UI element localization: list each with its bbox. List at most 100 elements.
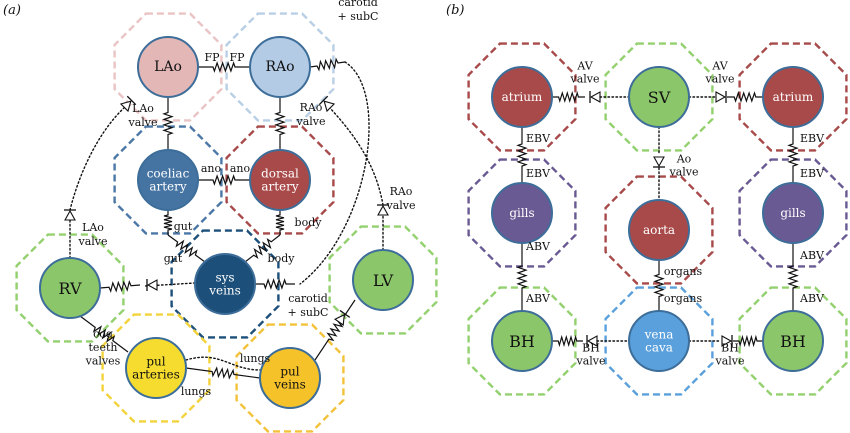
valve-triangle xyxy=(146,279,158,291)
edge-label-b-10: ABV xyxy=(799,292,825,305)
spring-rao-dorsal xyxy=(274,97,286,150)
node-BHR: BH xyxy=(762,310,824,372)
node-label-RAo: RAo xyxy=(265,59,294,75)
node-label-line: RAo xyxy=(265,59,294,75)
valve-rao xyxy=(318,95,336,113)
node-atriumL: atrium xyxy=(491,66,553,128)
node-circle-atriumR xyxy=(762,66,824,128)
compartment-octagon-BHR xyxy=(738,286,848,396)
node-circle-atriumL xyxy=(491,66,553,128)
spring-coeliac-gut xyxy=(163,210,173,235)
node-circle-coeliac xyxy=(137,149,199,211)
edge-label-a-12: body xyxy=(268,252,296,265)
node-label-line: pul xyxy=(146,354,165,368)
panel-label-a: (a) xyxy=(3,3,21,18)
edge-label-line: valve xyxy=(704,72,734,85)
edge-label-line: valve xyxy=(385,198,415,211)
node-label-line: BH xyxy=(509,332,535,351)
edge-label-line: gut xyxy=(174,220,193,233)
compartment-octagon-SV xyxy=(604,42,714,152)
node-label-gillsR: gills xyxy=(780,206,805,220)
node-SV: SV xyxy=(628,66,690,128)
edge-label-line: RAo xyxy=(390,185,413,198)
valve-av-right xyxy=(715,91,727,103)
compartment-octagon-RV xyxy=(15,233,125,343)
node-label-atriumL: atrium xyxy=(502,90,543,104)
node-circle-BHR xyxy=(762,310,824,372)
edge-label-b-5: EBV xyxy=(800,167,825,180)
edge-label-a-13: carotid+ subC xyxy=(288,292,329,319)
edge-label-a-8: body xyxy=(295,216,323,229)
valve-lao xyxy=(119,95,137,113)
compartment-octagon-gillsL xyxy=(467,158,577,268)
edge-label-b-2: EBV xyxy=(526,132,551,145)
node-circle-aorta xyxy=(628,199,690,261)
valve-triangle xyxy=(715,91,727,103)
valve-bh-right xyxy=(721,335,733,347)
spring-abv-left xyxy=(516,243,528,311)
edge-label-line: valve xyxy=(295,114,325,127)
edge-label-line: valve xyxy=(127,115,157,128)
node-label-line: dorsal xyxy=(261,166,299,180)
node-atriumR: atrium xyxy=(762,66,824,128)
node-label-line: gills xyxy=(509,206,534,220)
edge-label-a-16: lungs xyxy=(240,352,271,365)
compartment-octagon-venacava xyxy=(604,286,714,396)
compartment-octagon-aorta xyxy=(604,175,714,285)
edge-label-line: + subC xyxy=(288,305,329,318)
valve-triangle xyxy=(323,100,336,113)
compartment-octagon-coeliac xyxy=(113,125,223,235)
edge-label-line: + subC xyxy=(338,9,379,22)
edge-label-line: lungs xyxy=(240,352,271,365)
node-circle-LAo xyxy=(137,36,199,98)
edge-label-line: valve xyxy=(668,165,698,178)
node-label-line: pul xyxy=(280,364,299,378)
panel-label-b: (b) xyxy=(446,3,464,18)
edge-label-line: valve xyxy=(77,234,107,247)
node-RV: RV xyxy=(39,257,101,319)
node-LAo: LAo xyxy=(137,36,199,98)
edge-label-line: ano xyxy=(201,162,222,175)
node-label-BHR: BH xyxy=(780,332,806,351)
node-label-line: LV xyxy=(373,271,394,290)
node-label-line: veins xyxy=(208,284,241,298)
flow-carotid-return xyxy=(299,61,370,285)
node-label-line: gills xyxy=(780,206,805,220)
edge-label-line: body xyxy=(268,252,296,265)
edge-label-a-11: gut xyxy=(164,252,183,265)
node-circle-pularteries xyxy=(125,337,187,399)
edge-label-line: lungs xyxy=(181,385,212,398)
node-label-line: RV xyxy=(58,279,81,298)
valve-triangle xyxy=(721,335,733,347)
valve-bar xyxy=(126,95,137,106)
edge-label-line: FP xyxy=(204,51,220,64)
spring-rv-pulart xyxy=(79,315,129,353)
node-label-line: arteries xyxy=(132,368,180,382)
edge-label-b-7: ABV xyxy=(525,240,551,253)
node-circle-SV xyxy=(628,66,690,128)
compartment-octagon-LV xyxy=(328,225,438,335)
compartment-octagon-BHL xyxy=(467,286,577,396)
node-label-line: vena xyxy=(644,327,674,341)
edge-label-line: ABV xyxy=(799,292,825,305)
node-circle-venacava xyxy=(628,310,690,372)
node-label-line: cava xyxy=(645,341,673,355)
spring-organs xyxy=(653,260,665,311)
valve-triangle xyxy=(333,313,345,326)
edge-label-line: FP xyxy=(229,51,245,64)
edge-label-line: ano xyxy=(230,162,251,175)
valve-triangle xyxy=(653,156,665,168)
